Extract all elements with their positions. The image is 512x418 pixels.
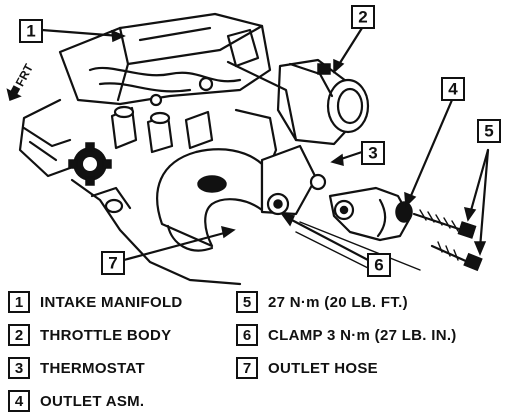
legend-label: OUTLET HOSE: [268, 359, 378, 377]
legend-item-outlet-asm: 4 OUTLET ASM.: [8, 387, 144, 415]
callout-2-number: 2: [358, 8, 367, 27]
callout-4-number: 4: [448, 80, 458, 99]
legend-label: OUTLET ASM.: [40, 392, 145, 410]
legend-number-box: 4: [8, 390, 30, 412]
callout-2: 2: [351, 5, 375, 29]
legend-item-clamp: 6 CLAMP 3 N·m (27 LB. IN.): [236, 321, 457, 349]
intake-manifold-drawing: [18, 12, 272, 286]
callout-3: 3: [361, 141, 385, 165]
legend-label: THERMOSTAT: [40, 359, 145, 377]
callout-6: 6: [367, 253, 391, 277]
legend-number-box: 3: [8, 357, 30, 379]
legend-label: 27 N·m (20 LB. FT.): [268, 293, 408, 311]
callout-7: 7: [101, 251, 125, 275]
legend-item-thermostat: 3 THERMOSTAT: [8, 354, 145, 382]
legend-label: CLAMP 3 N·m (27 LB. IN.): [268, 326, 457, 344]
legend-item-outlet-hose: 7 OUTLET HOSE: [236, 354, 378, 382]
legend-number-box: 7: [236, 357, 258, 379]
front-direction-arrow: FRT: [6, 61, 37, 102]
callout-7-number: 7: [108, 254, 117, 273]
leader-lines: [40, 26, 490, 262]
legend-number-box: 2: [8, 324, 30, 346]
legend-label: THROTTLE BODY: [40, 326, 172, 344]
throttle-body-drawing: [226, 58, 370, 192]
callout-4: 4: [441, 77, 465, 101]
legend-item-torque-27nm: 5 27 N·m (20 LB. FT.): [236, 288, 408, 316]
gear-cap-icon: [68, 142, 112, 186]
legend-item-throttle-body: 2 THROTTLE BODY: [8, 321, 171, 349]
legend-label: INTAKE MANIFOLD: [40, 293, 183, 311]
thermostat-outlet-drawing: [260, 144, 483, 272]
bolt-lower-icon: [430, 241, 483, 272]
legend-number-box: 6: [236, 324, 258, 346]
legend-number-box: 5: [236, 291, 258, 313]
callout-5-number: 5: [484, 122, 493, 141]
callout-5: 5: [477, 119, 501, 143]
outlet-hose-drawing: [156, 148, 264, 252]
engine-drawing: FRT: [6, 5, 501, 286]
bolt-upper-icon: [412, 209, 477, 239]
callout-3-number: 3: [368, 144, 377, 163]
front-label: FRT: [13, 61, 37, 89]
legend-number-box: 1: [8, 291, 30, 313]
callout-1: 1: [19, 19, 43, 43]
callout-6-number: 6: [374, 256, 383, 275]
legend-item-intake-manifold: 1 INTAKE MANIFOLD: [8, 288, 183, 316]
legend: 1 INTAKE MANIFOLD 2 THROTTLE BODY 3 THER…: [0, 286, 512, 418]
callout-1-number: 1: [26, 22, 35, 41]
